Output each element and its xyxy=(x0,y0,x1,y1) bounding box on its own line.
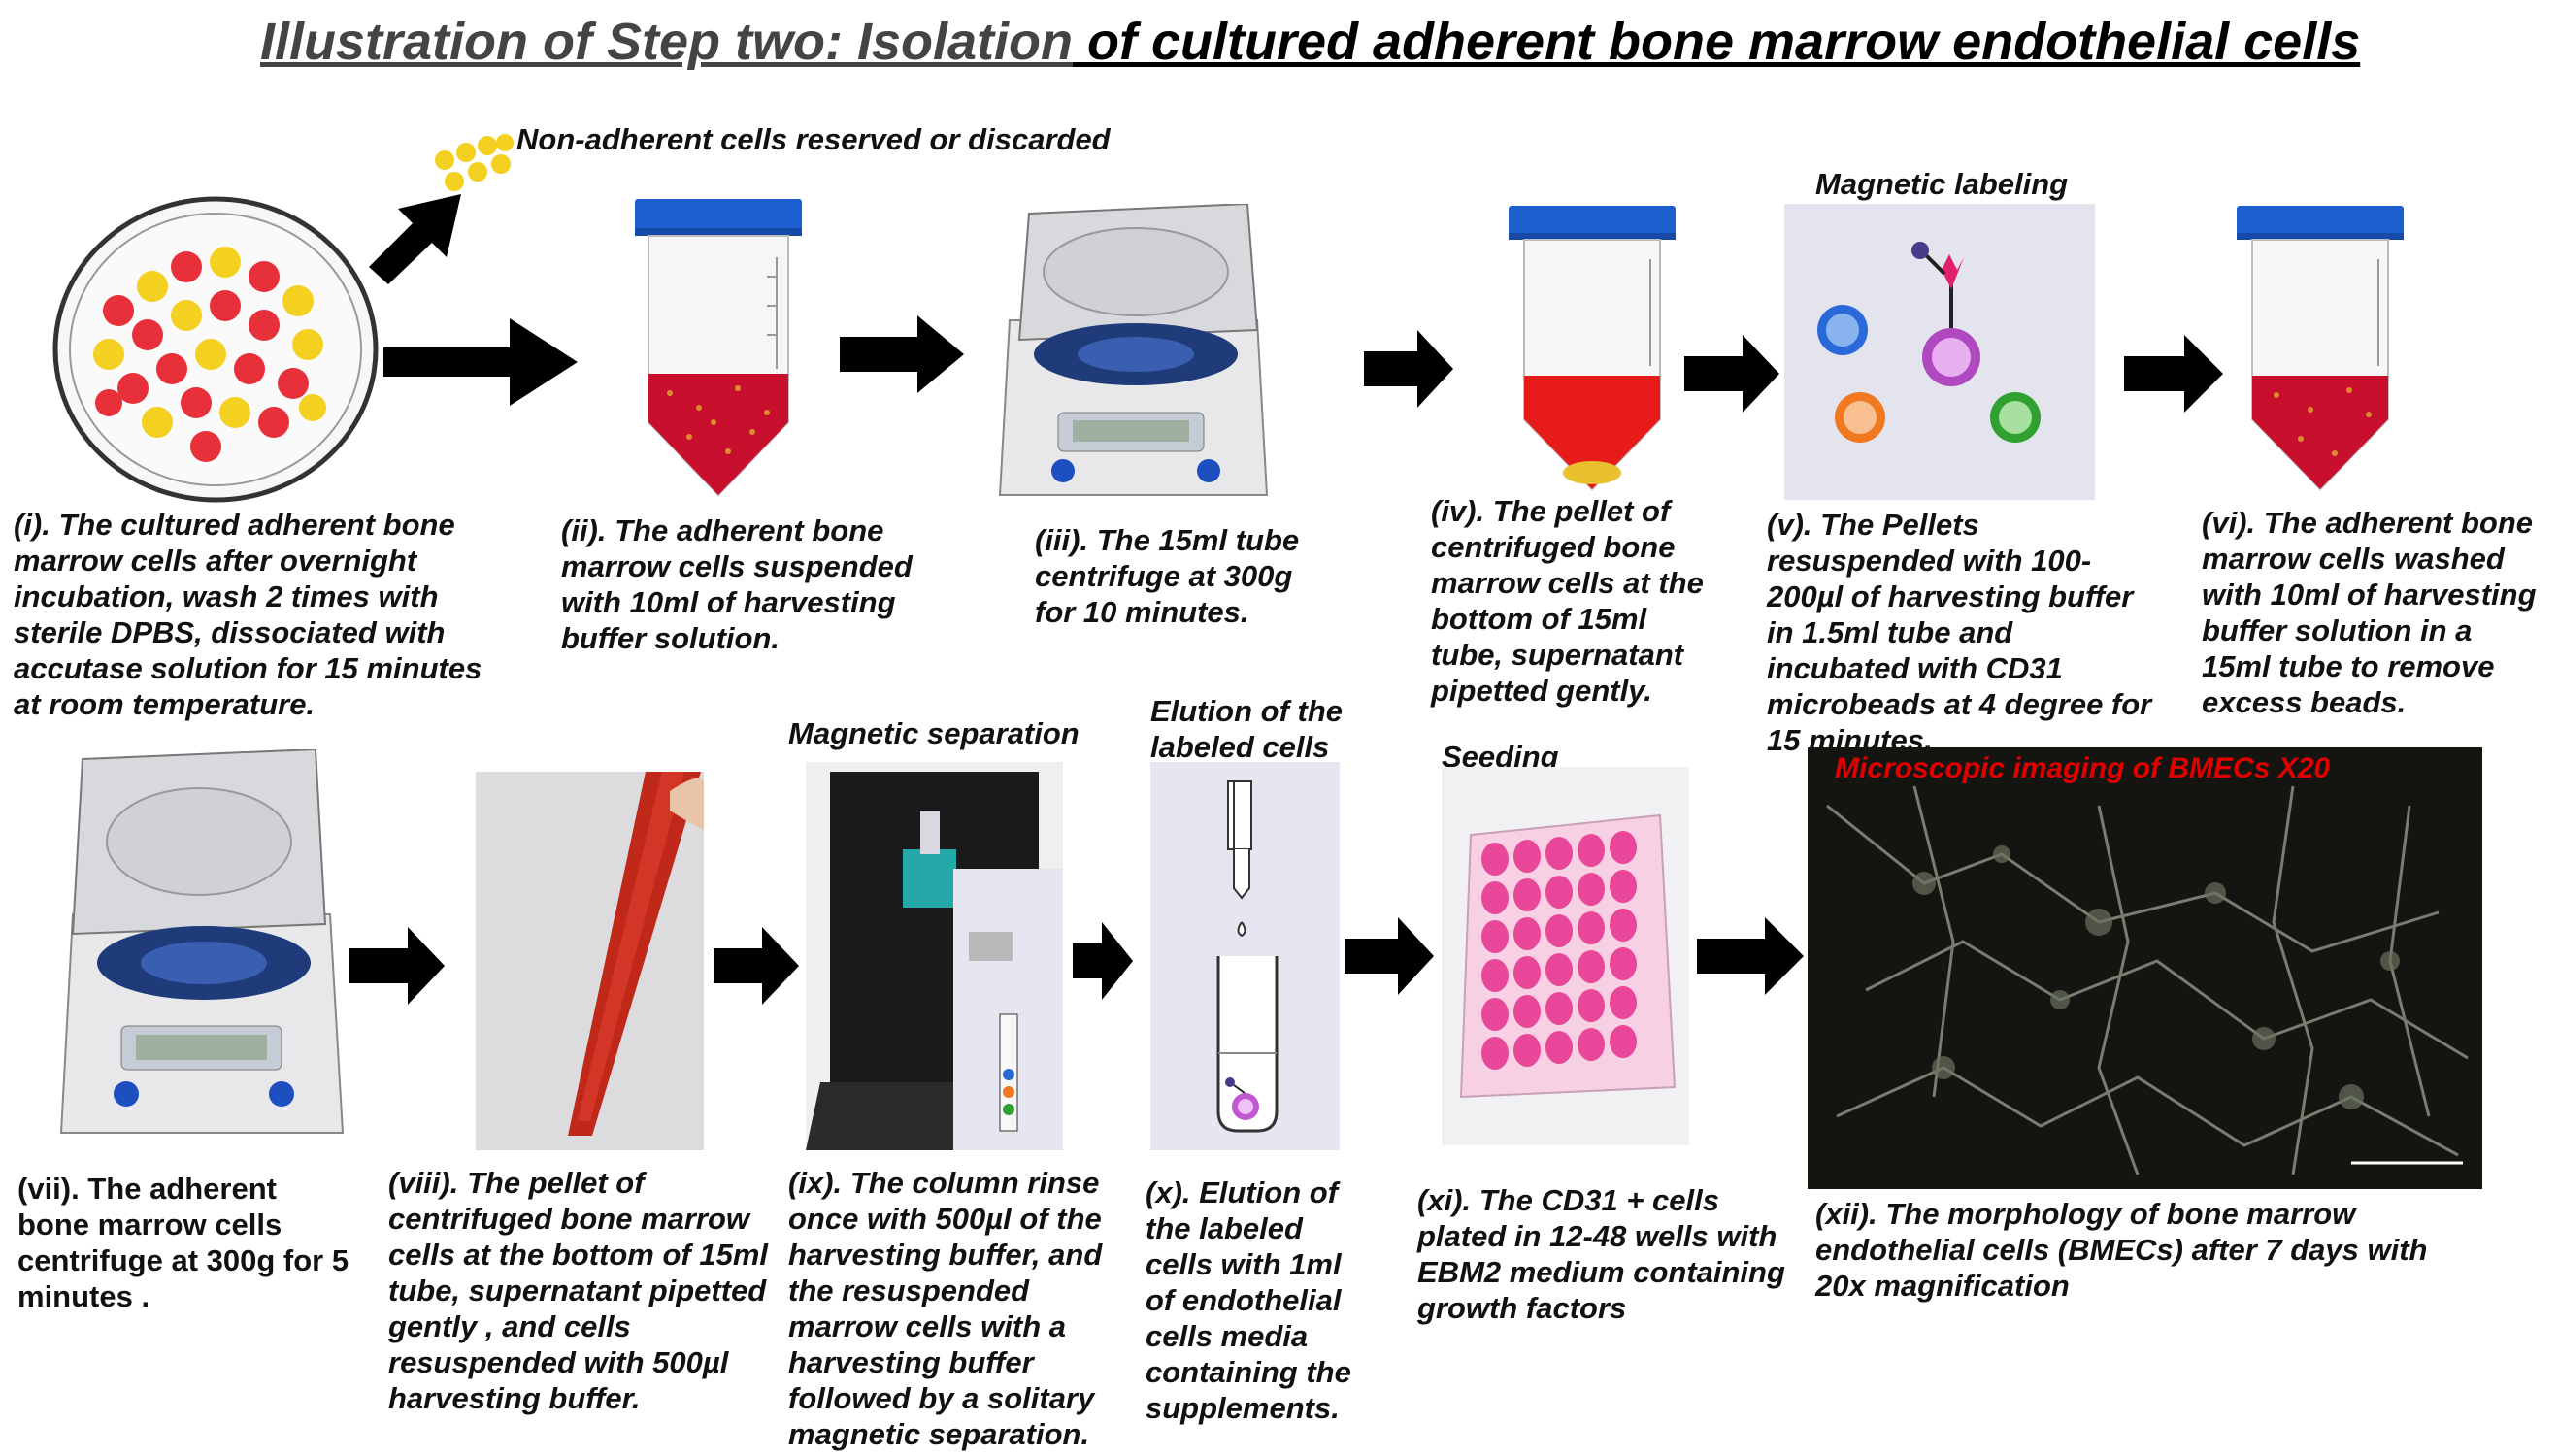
arrow-ix-x xyxy=(1073,922,1133,1000)
caption-step-vi: (vi). The adherent bone marrow cells was… xyxy=(2202,506,2537,719)
caption-step-xi: (xi). The CD31 + cells plated in 12-48 w… xyxy=(1417,1183,1785,1325)
magnetic-labeling-diagram xyxy=(1784,204,2095,500)
caption-step-xii: (xii). The morphology of bone marrow end… xyxy=(1815,1197,2428,1303)
title-part-2: of cultured adherent bone marrow endothe… xyxy=(1072,13,2361,71)
arrow-iii-iv xyxy=(1364,330,1453,408)
arrow-ii-iii xyxy=(840,315,964,393)
arrow-viii-ix xyxy=(714,927,799,1005)
arrow-diagonal xyxy=(369,194,461,284)
pipette-photo xyxy=(476,772,704,1150)
microscopy-image xyxy=(1808,747,2482,1189)
caption-step-vii: (vii). The adherent bone marrow cells ce… xyxy=(17,1172,349,1313)
arrow-v-vi xyxy=(2124,335,2223,413)
elution-label: Elution of the labeled cells xyxy=(1150,694,1344,764)
caption-step-v: (v). The Pellets resuspended with 100-20… xyxy=(1767,508,2152,757)
arrow-vii-viii xyxy=(349,927,445,1005)
centrifuge-2 xyxy=(59,749,345,1134)
caption-step-i: (i). The cultured adherent bone marrow c… xyxy=(14,508,482,721)
magnetic-separation-label: Magnetic separation xyxy=(788,716,1080,750)
non-adherent-cells-icon xyxy=(435,134,514,191)
magnetic-separator-photo xyxy=(806,762,1063,1150)
arrow-i-ii xyxy=(383,318,578,406)
elution-diagram xyxy=(1150,762,1340,1150)
arrow-xi-xii xyxy=(1697,917,1804,995)
petri-dish-illustration xyxy=(52,196,379,503)
tube-suspension xyxy=(635,199,802,497)
caption-step-iii: (iii). The 15ml tube centrifuge at 300g … xyxy=(1035,523,1300,629)
microscopy-title: Microscopic imaging of BMECs X20 xyxy=(1835,752,2331,784)
magnetic-labeling-label: Magnetic labeling xyxy=(1815,167,2069,201)
arrow-x-xi xyxy=(1345,917,1434,995)
arrow-iv-v xyxy=(1684,335,1779,413)
tube-washed xyxy=(2237,206,2404,491)
cell-cluster xyxy=(93,247,326,462)
caption-step-ii: (ii). The adherent bone marrow cells sus… xyxy=(561,513,913,655)
title-part-1: Illustration of Step two: Isolation xyxy=(260,13,1073,71)
caption-step-x: (x). Elution of the labeled cells with 1… xyxy=(1146,1175,1351,1425)
well-plate-photo xyxy=(1442,767,1689,1145)
page-title: Illustration of Step two: Isolation of c… xyxy=(260,8,2454,76)
centrifuge-1 xyxy=(998,204,1269,496)
tube-pellet xyxy=(1509,206,1676,491)
caption-step-ix: (ix). The column rinse once with 500µl o… xyxy=(788,1166,1103,1451)
caption-step-viii: (viii). The pellet of centrifuged bone m… xyxy=(388,1166,769,1415)
caption-step-iv: (iv). The pellet of centrifuged bone mar… xyxy=(1431,494,1704,708)
non-adherent-label: Non-adherent cells reserved or discarded xyxy=(516,122,1111,156)
